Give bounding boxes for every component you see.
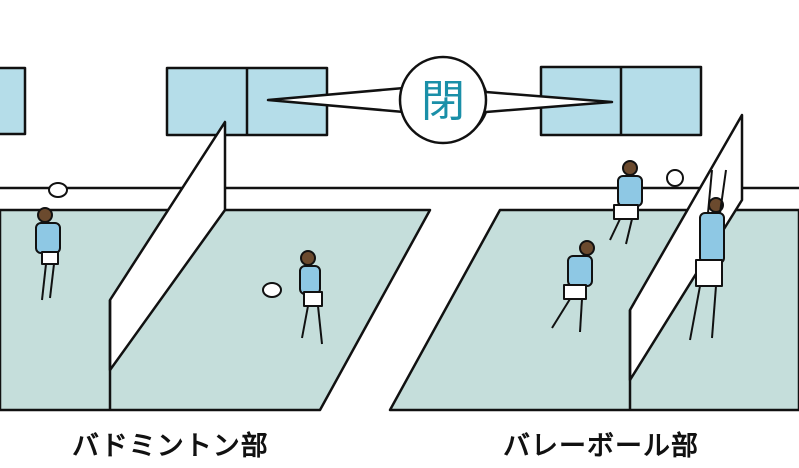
window-left-edge	[0, 66, 27, 136]
badminton-net	[108, 120, 227, 410]
closed-sign	[266, 55, 614, 145]
volleyball-net	[628, 113, 744, 410]
badminton-club-label: バドミントン部	[72, 431, 269, 462]
volleyball-court	[388, 208, 799, 412]
badminton-court	[0, 208, 432, 412]
volleyball-club-label: バレーボール部	[503, 431, 699, 462]
volleyball-player-receiver	[551, 240, 595, 333]
closed-sign-text: 閉	[421, 76, 465, 127]
volleyball-player-blocker	[689, 169, 727, 341]
badminton-player-2	[262, 250, 323, 345]
badminton-player-1	[35, 182, 68, 301]
volleyball-player-spiker	[609, 160, 684, 245]
